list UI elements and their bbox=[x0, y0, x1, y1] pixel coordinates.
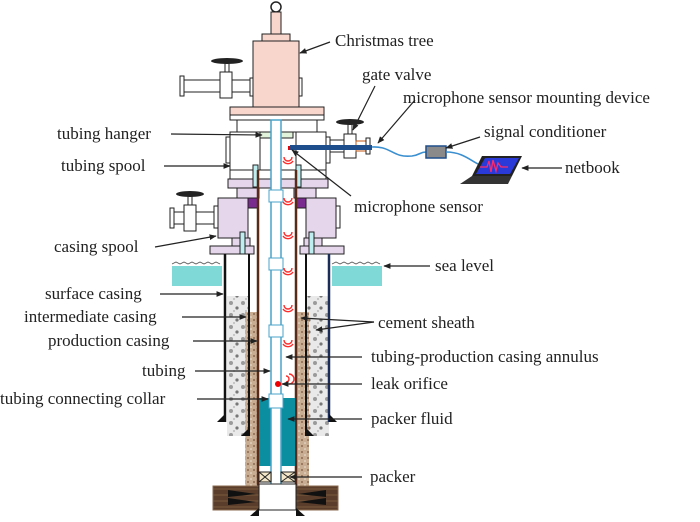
label-tubing-hanger: tubing hanger bbox=[57, 124, 151, 143]
label-leak-orifice: leak orifice bbox=[371, 374, 448, 393]
label-sea-level: sea level bbox=[435, 256, 494, 275]
label-gate-valve: gate valve bbox=[362, 65, 431, 84]
label-cement-sheath: cement sheath bbox=[378, 313, 475, 332]
label-netbook: netbook bbox=[565, 158, 620, 177]
label-signal-conditioner: signal conditioner bbox=[484, 122, 607, 141]
lifting-eye-icon bbox=[270, 1, 282, 13]
leak-orifice bbox=[275, 381, 281, 387]
label-tubing-production-casing-annulus: tubing-production casing annulus bbox=[371, 347, 599, 366]
netbook-icon bbox=[460, 156, 522, 184]
label-packer: packer bbox=[370, 467, 416, 486]
label-surface-casing: surface casing bbox=[45, 284, 142, 303]
label-microphone-sensor: microphone sensor bbox=[354, 197, 483, 216]
microphone-sensor-mounting-device bbox=[290, 119, 372, 159]
label-tubing-connecting-collar: tubing connecting collar bbox=[0, 389, 166, 408]
label-tubing-spool: tubing spool bbox=[61, 156, 146, 175]
valve-handwheel-icon bbox=[211, 58, 243, 64]
label-packer-fluid: packer fluid bbox=[371, 409, 453, 428]
sound-waves bbox=[282, 156, 295, 385]
leader-lines bbox=[154, 41, 562, 480]
casing-spool bbox=[169, 164, 345, 255]
christmas-tree bbox=[179, 1, 325, 121]
gate-valve-handwheel-icon bbox=[336, 119, 364, 125]
label-tubing: tubing bbox=[142, 361, 186, 380]
formation bbox=[212, 483, 339, 516]
tubing-connecting-collar bbox=[268, 393, 284, 409]
sea bbox=[171, 261, 382, 286]
signal-conditioner bbox=[425, 145, 447, 159]
casings bbox=[217, 170, 337, 510]
sensor-cable bbox=[371, 146, 427, 157]
label-casing-spool: casing spool bbox=[54, 237, 139, 256]
label-christmas-tree: Christmas tree bbox=[335, 31, 434, 50]
tubing bbox=[268, 119, 284, 493]
packer bbox=[258, 471, 296, 483]
label-production-casing: production casing bbox=[48, 331, 170, 350]
label-intermediate-casing: intermediate casing bbox=[24, 307, 157, 326]
valve-handwheel-icon bbox=[176, 191, 204, 197]
label-microphone-sensor-mounting-device: microphone sensor mounting device bbox=[403, 88, 650, 107]
